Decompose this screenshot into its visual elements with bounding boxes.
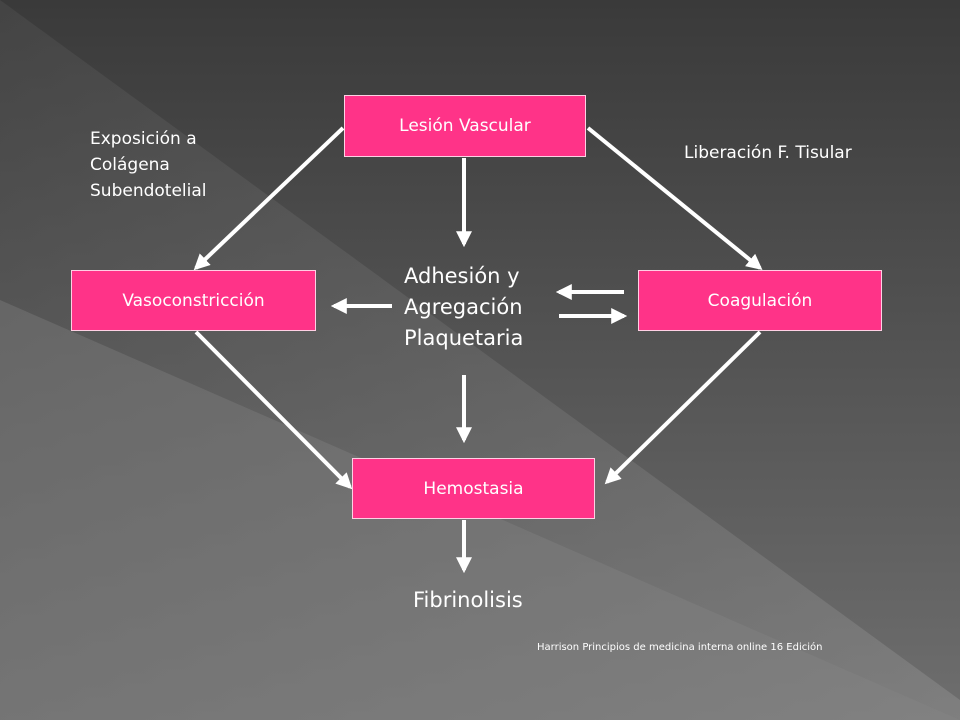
label-adhesion-line-1: Adhesión y [404, 264, 520, 288]
label-exposicion: Exposición a Colágena Subendotelial [90, 126, 207, 204]
arrow-coagulacion-to-hemostasia [604, 330, 762, 485]
arrow-lesion-to-coagulacion [586, 126, 763, 271]
label-exposicion-line-3: Subendotelial [90, 181, 207, 201]
node-coagulacion-label: Coagulación [707, 290, 813, 311]
arrow-vasoconstriccion-to-hemostasia [194, 330, 353, 490]
label-adhesion-line-3: Plaquetaria [404, 326, 524, 350]
node-hemostasia-label: Hemostasia [423, 478, 524, 499]
node-vasoconstriccion-label: Vasoconstricción [122, 290, 265, 311]
node-lesion-vascular: Lesión Vascular [344, 95, 586, 157]
citation-text: Harrison Principios de medicina interna … [537, 642, 823, 653]
node-hemostasia: Hemostasia [352, 458, 595, 519]
node-vasoconstriccion: Vasoconstricción [71, 270, 316, 331]
arrow-lesion-to-vasoconstriccion [193, 126, 345, 271]
node-lesion-vascular-label: Lesión Vascular [399, 116, 531, 136]
label-adhesion: Adhesión y Agregación Plaquetaria [404, 261, 523, 354]
label-exposicion-line-2: Colágena [90, 155, 170, 175]
label-fibrinolisis: Fibrinolisis [413, 588, 523, 612]
node-coagulacion: Coagulación [638, 270, 882, 331]
label-adhesion-line-2: Agregación [404, 295, 523, 319]
label-exposicion-line-1: Exposición a [90, 129, 197, 149]
label-liberacion: Liberación F. Tisular [684, 143, 852, 163]
